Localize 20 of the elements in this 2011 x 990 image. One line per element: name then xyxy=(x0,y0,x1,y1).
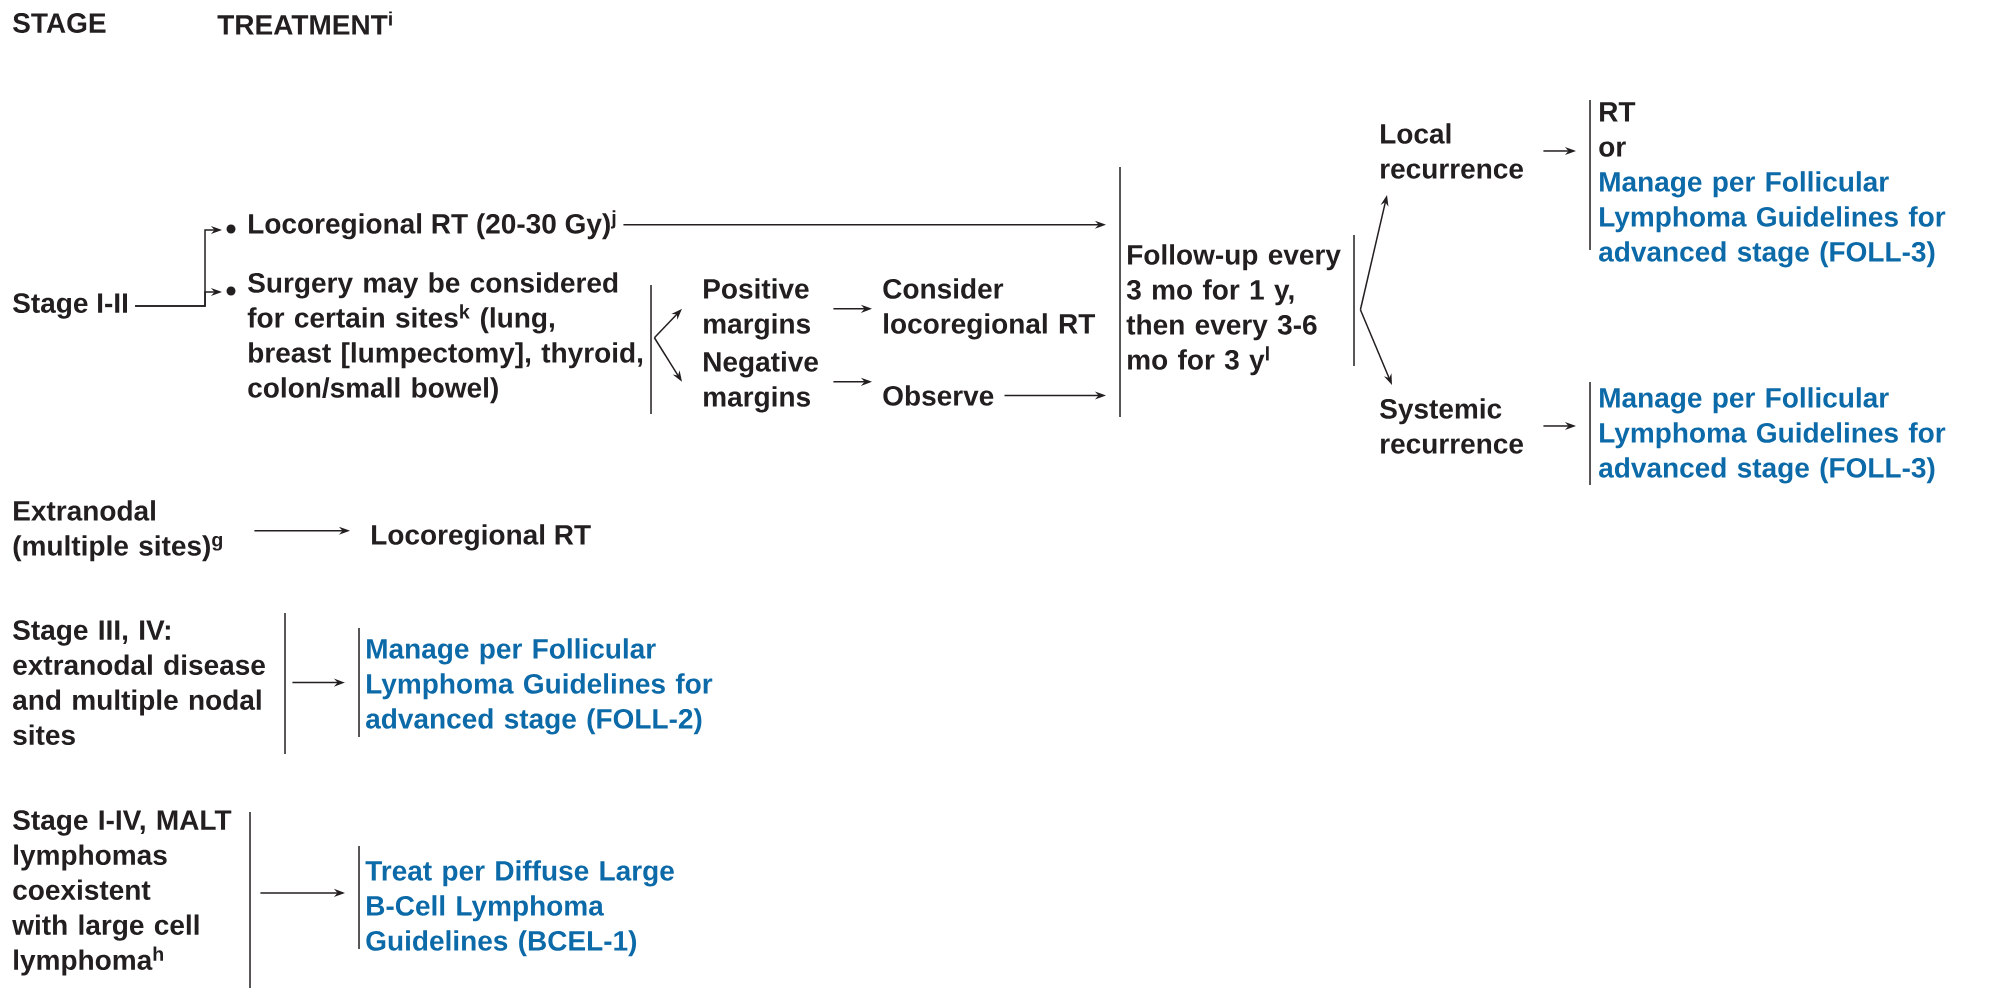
outcome-label: Negative margins xyxy=(704,351,818,413)
guideline-link: RT or Manage per Follicular Lymphoma Guidelines for advanced stage (FOLL-3) xyxy=(1599,102,1946,268)
guideline-link: Manage per Follicular Lymphoma Guidelines for advanced stage (FOLL-2) xyxy=(366,638,713,735)
treatment-label: Consider locoregional RT xyxy=(883,278,1096,340)
stage-label: Stage I-IV, MALT lymphomas coexistent with large cell lymphoma$^{h}$ xyxy=(12,810,232,976)
treatment-label: Observe xyxy=(883,385,994,406)
bullet-item: Surgery may be considered for certain sites$^{k}$ (lung, breast [lumpectomy], thyroid, colon/small bowel) xyxy=(247,272,643,404)
outcome-label: Positive margins xyxy=(704,278,810,340)
outcome-label: Local recurrence xyxy=(1381,123,1523,179)
stage-label: Extranodal (multiple sites)$^{g}$ xyxy=(13,500,222,562)
outcome-label: Systemic recurrence xyxy=(1380,398,1523,454)
guideline-link: Treat per Diffuse Large B-Cell Lymphoma Guidelines (BCEL-1) xyxy=(365,860,674,957)
guideline-link: Manage per Follicular Lymphoma Guidelines for advanced stage (FOLL-3) xyxy=(1599,387,1946,484)
treatment-label: Locoregional RT xyxy=(372,524,591,551)
column-header: TREATMENT$^{i}$ xyxy=(217,11,392,35)
stage-label: Stage I-II xyxy=(13,293,127,319)
stage-label: Stage III, IV: extranodal disease and multiple nodal sites xyxy=(13,620,265,745)
follow-up-label: Follow-up every 3 mo for 1 y, then every 3-6 mo for 3 y$^{l}$ xyxy=(1126,244,1341,376)
column-header: STAGE xyxy=(13,13,106,33)
bullet-item: Locoregional RT (20-30 Gy)$^{j}$ xyxy=(249,210,616,240)
